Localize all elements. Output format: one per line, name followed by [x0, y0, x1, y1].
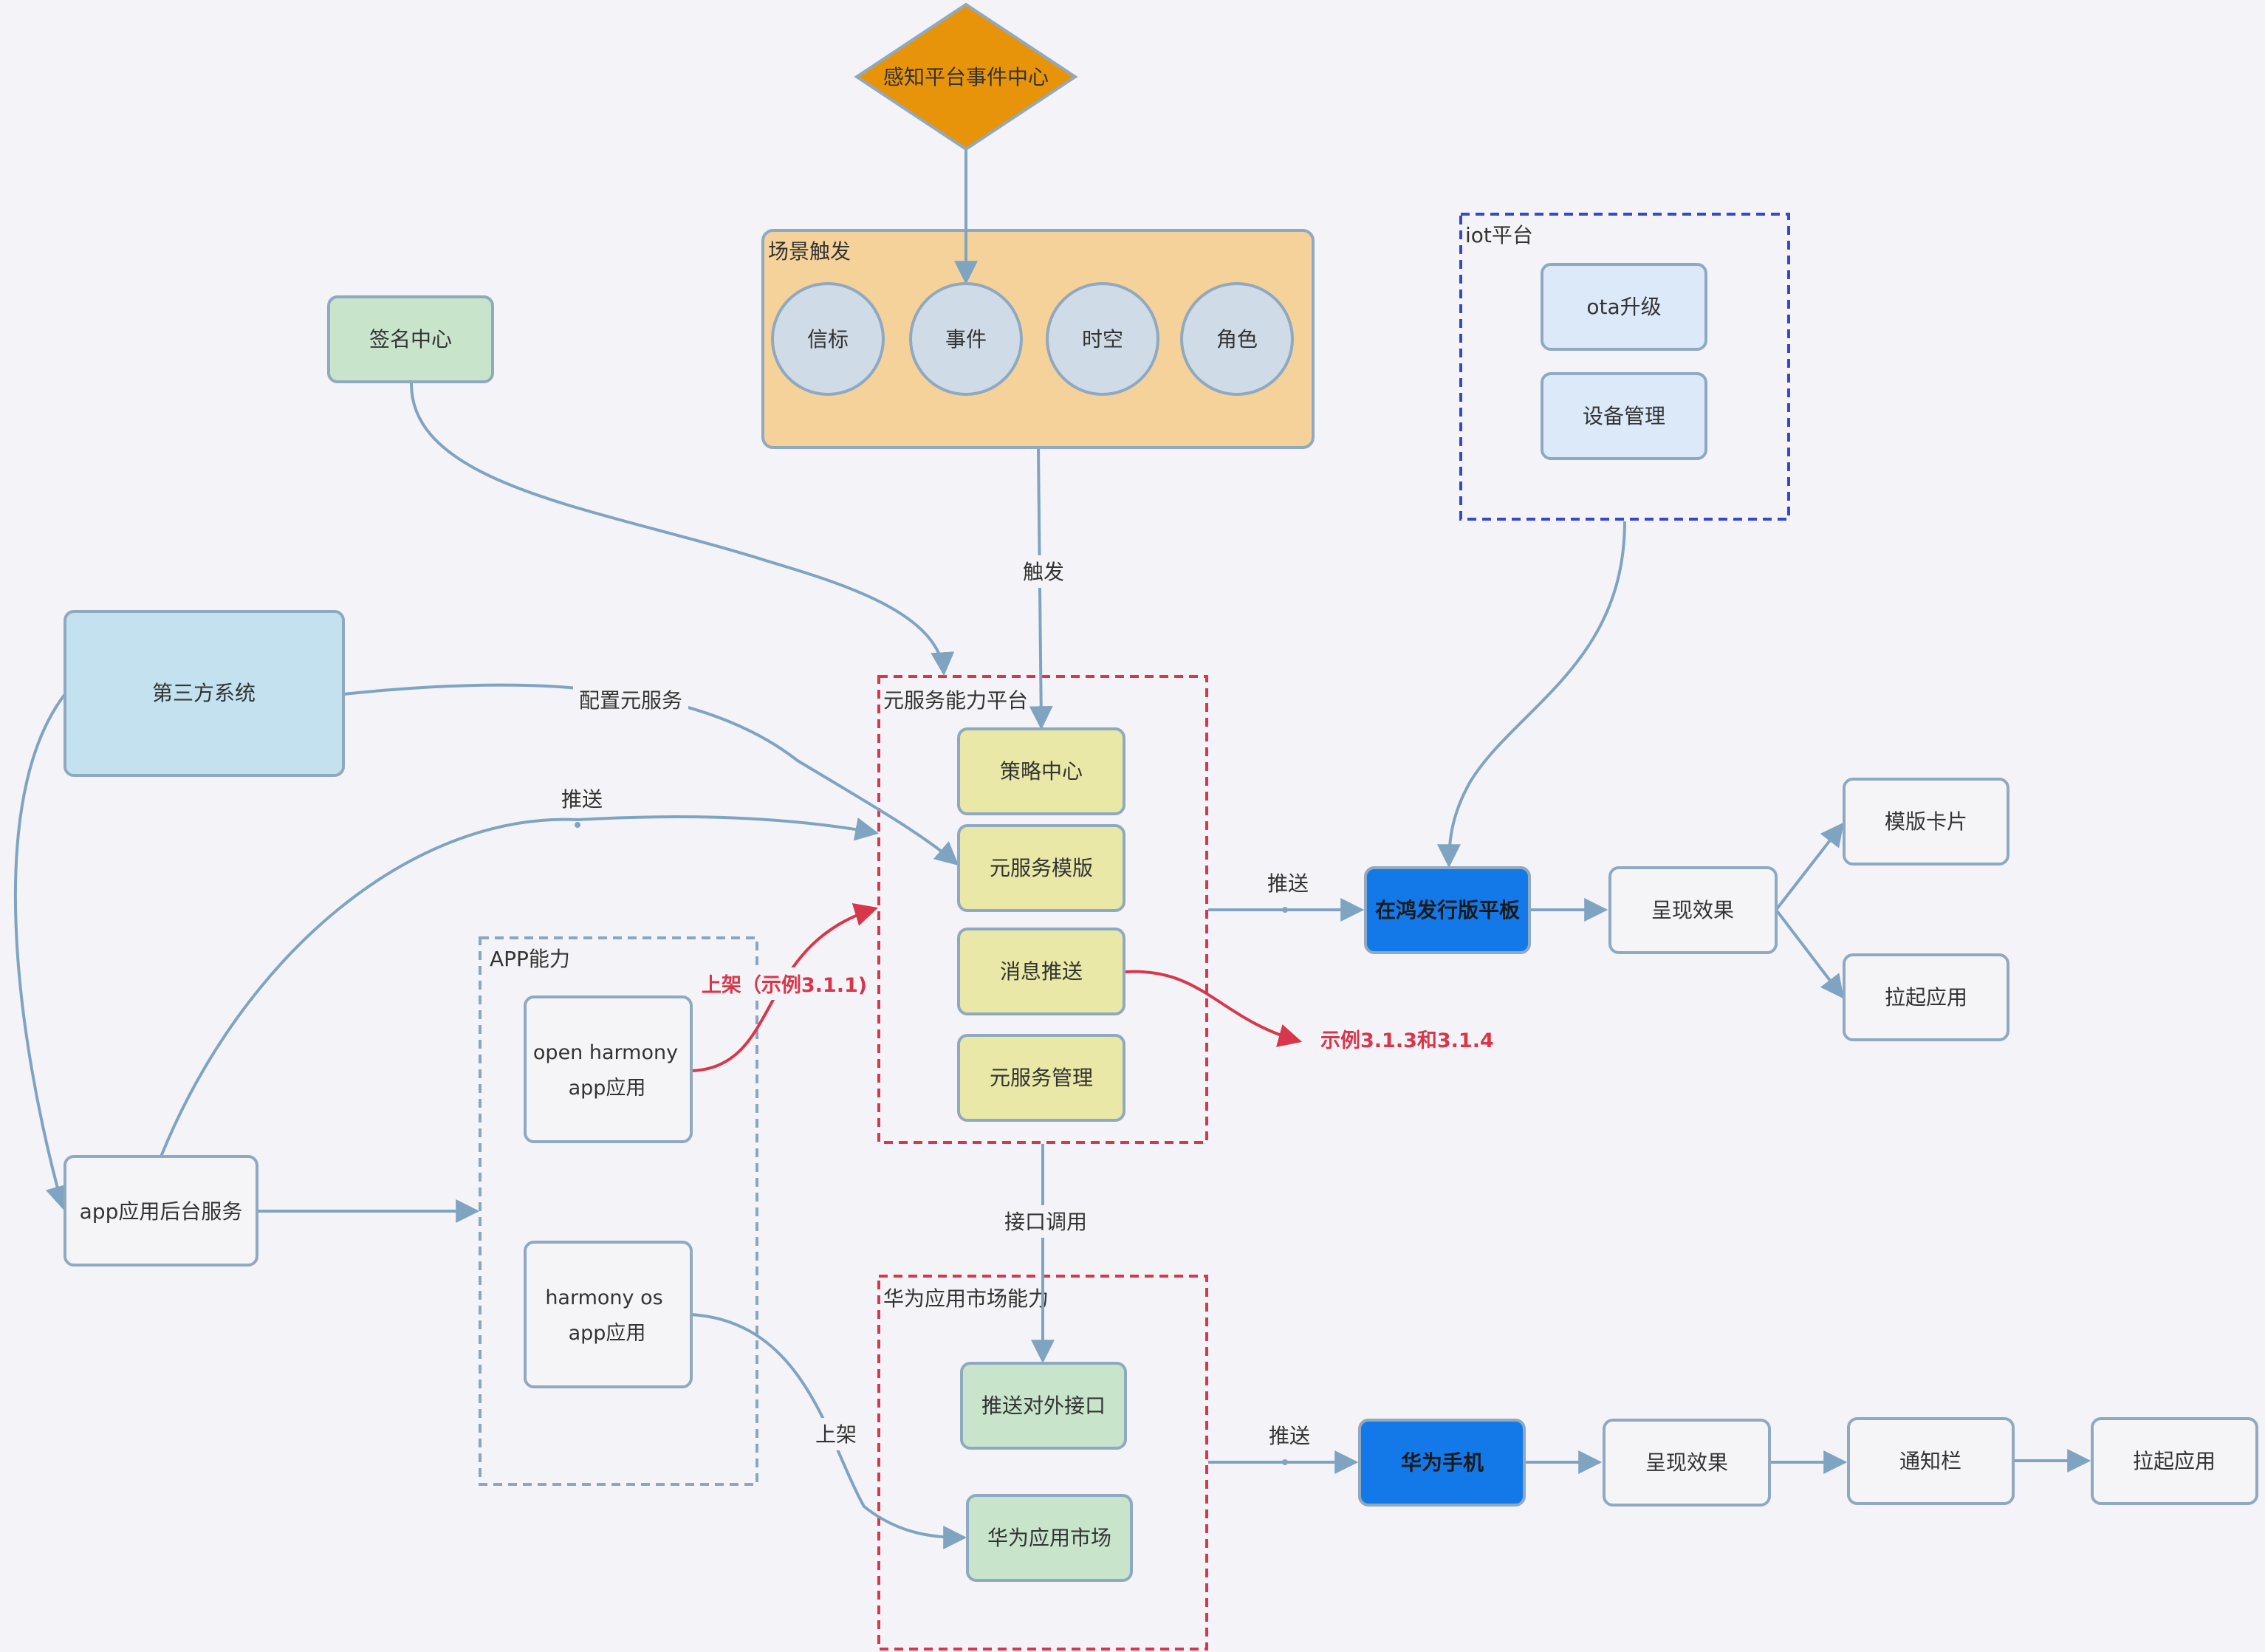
app-backend-node[interactable]: app应用后台服务 [64, 1155, 258, 1267]
message-push-node[interactable]: 消息推送 [957, 928, 1125, 1015]
meta-template-label: 元服务模版 [990, 856, 1093, 880]
phone-node[interactable]: 华为手机 [1358, 1419, 1526, 1507]
third-party-node[interactable]: 第三方系统 [64, 610, 345, 777]
event-label: 事件 [945, 327, 987, 352]
iot-platform-label: iot平台 [1465, 223, 1533, 247]
event-center-diamond [854, 2, 1078, 151]
huawei-market-node-label: 华为应用市场 [987, 1526, 1111, 1550]
edge-dot [1282, 1459, 1288, 1465]
scene-trigger-label: 场景触发 [768, 239, 851, 264]
openharmony-line1: open harmony [533, 1041, 678, 1064]
huawei-market-node[interactable]: 华为应用市场 [966, 1494, 1133, 1582]
edge-harmonyos-to-market [691, 1313, 967, 1549]
launch-app2-node[interactable]: 拉起应用 [2091, 1417, 2258, 1505]
ota-upgrade-label: ota升级 [1586, 295, 1661, 319]
edge-effect1-to-launch1 [1775, 908, 1844, 999]
edge-iot-to-tablet [1437, 521, 1626, 868]
edge-label-bg [573, 683, 688, 716]
edge-label-listing: 上架 [815, 1422, 857, 1447]
meta-mgmt-node[interactable]: 元服务管理 [957, 1034, 1125, 1122]
template-card-label: 模版卡片 [1885, 809, 1967, 834]
edge-label-bg [812, 1418, 863, 1450]
edge-label-example-red: 示例3.1.3和3.1.4 [1320, 1029, 1494, 1052]
edge-thirdparty-to-template [343, 683, 959, 866]
edge-thirdparty-to-backend [13, 693, 69, 1210]
push-api-label: 推送对外接口 [981, 1394, 1106, 1418]
launch-app2-label: 拉起应用 [2133, 1449, 2216, 1473]
edge-label-bg [1001, 1205, 1090, 1238]
harmonyos-line2: app应用 [569, 1322, 646, 1345]
launch-app1-node[interactable]: 拉起应用 [1843, 953, 2009, 1041]
launch-app1-label: 拉起应用 [1885, 985, 1967, 1010]
edge-message-push-to-example [1124, 970, 1303, 1047]
strategy-center-label: 策略中心 [1000, 759, 1083, 784]
template-card-node[interactable]: 模版卡片 [1843, 778, 2009, 866]
edge-label-push-top: 推送 [561, 787, 603, 812]
ota-upgrade-node[interactable]: ota升级 [1541, 263, 1707, 351]
tablet-label: 在鸿发行版平板 [1375, 898, 1520, 922]
spacetime-label: 时空 [1082, 327, 1123, 352]
edge-signature-to-platform [409, 382, 955, 676]
app-backend-label: app应用后台服务 [80, 1199, 243, 1224]
edge-label-api-call: 接口调用 [1004, 1210, 1087, 1234]
meta-platform-label: 元服务能力平台 [883, 688, 1028, 713]
app-ability-label: APP能力 [490, 947, 570, 971]
edge-label-push-tablet: 推送 [1267, 871, 1309, 896]
meta-platform-group [877, 675, 1208, 1144]
notification-bar-label: 通知栏 [1899, 1449, 1961, 1473]
openharmony-app-node[interactable]: open harmony app应用 [524, 995, 693, 1143]
beacon-node[interactable]: 信标 [771, 282, 885, 396]
openharmony-line2: app应用 [569, 1077, 646, 1100]
edge-label-configure: 配置元服务 [579, 688, 682, 713]
edge-dot [575, 822, 580, 828]
edge-label-listing-red: 上架（示例3.1.1) [702, 974, 867, 997]
event-center-node[interactable]: 感知平台事件中心 [854, 2, 1078, 151]
harmonyos-app-node[interactable]: harmony os app应用 [524, 1241, 693, 1388]
push-api-node[interactable]: 推送对外接口 [960, 1362, 1127, 1450]
strategy-center-node[interactable]: 策略中心 [957, 727, 1125, 815]
huawei-market-label: 华为应用市场能力 [883, 1286, 1049, 1311]
effect2-label: 呈现效果 [1645, 1450, 1728, 1475]
notification-bar-node[interactable]: 通知栏 [1847, 1417, 2015, 1505]
scene-trigger-box [761, 229, 1315, 449]
role-node[interactable]: 角色 [1180, 282, 1294, 396]
meta-template-node[interactable]: 元服务模版 [957, 824, 1125, 912]
edge-effect1-to-card [1775, 822, 1844, 911]
device-mgmt-node[interactable]: 设备管理 [1541, 372, 1707, 460]
phone-label: 华为手机 [1401, 1450, 1484, 1475]
device-mgmt-label: 设备管理 [1583, 404, 1665, 428]
effect2-node[interactable]: 呈现效果 [1603, 1419, 1771, 1507]
meta-mgmt-label: 元服务管理 [990, 1066, 1093, 1090]
edge-label-trigger: 触发 [1023, 560, 1064, 584]
edge-dot [1282, 907, 1288, 913]
harmonyos-line1: harmony os [545, 1286, 662, 1309]
edge-backend-to-platform [160, 815, 880, 1157]
edge-scene-to-strategy [1029, 448, 1053, 730]
message-push-label: 消息推送 [1000, 959, 1083, 984]
app-ability-group [479, 936, 758, 1486]
effect1-label: 呈现效果 [1651, 898, 1734, 922]
signature-center-label: 签名中心 [369, 327, 452, 352]
third-party-label: 第三方系统 [152, 681, 256, 705]
role-label: 角色 [1216, 327, 1258, 352]
edge-label-bg [702, 967, 868, 1000]
signature-center-node[interactable]: 签名中心 [327, 295, 494, 383]
event-node[interactable]: 事件 [909, 282, 1023, 396]
event-center-label: 感知平台事件中心 [883, 65, 1049, 89]
edge-openharmony-to-platform [691, 903, 879, 1072]
tablet-node[interactable]: 在鸿发行版平板 [1364, 866, 1531, 954]
beacon-label: 信标 [807, 327, 849, 352]
iot-platform-group [1459, 213, 1790, 521]
edge-label-bg [1018, 555, 1069, 588]
edge-label-push-phone: 推送 [1269, 1424, 1310, 1448]
effect1-node[interactable]: 呈现效果 [1608, 866, 1778, 954]
spacetime-node[interactable]: 时空 [1046, 282, 1159, 396]
